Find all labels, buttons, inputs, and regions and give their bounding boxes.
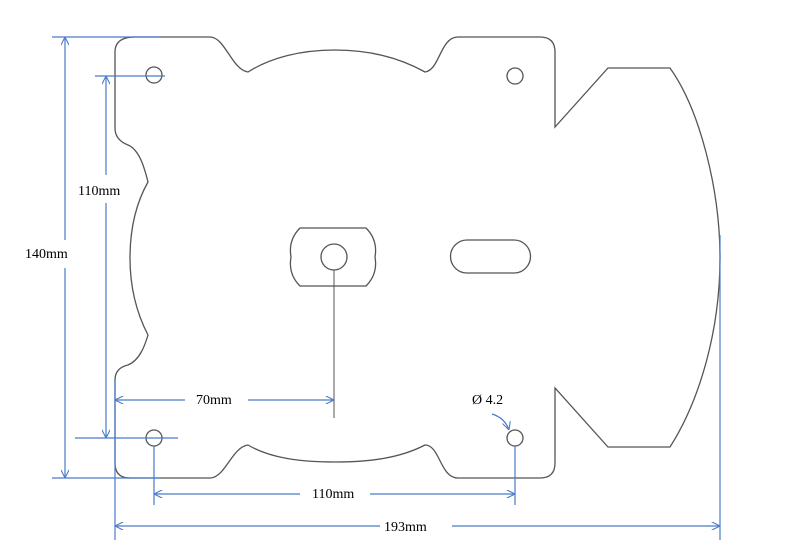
center-hole [320,243,348,271]
plate-outline [114,36,721,479]
label-110mm-horizontal: 110mm [312,487,354,502]
label-140mm: 140mm [25,247,68,262]
mount-hole-bottom-right [506,429,524,447]
center-mount-cutout [289,227,377,287]
mount-hole-top-left [145,66,163,84]
label-193mm: 193mm [384,520,427,535]
mount-hole-top-right [506,67,524,85]
label-70mm: 70mm [196,393,232,408]
leader-hole-diameter [491,413,509,430]
label-hole-diameter: Ø 4.2 [472,393,503,408]
obround-slot [449,239,532,274]
label-110mm-vertical: 110mm [78,184,120,199]
